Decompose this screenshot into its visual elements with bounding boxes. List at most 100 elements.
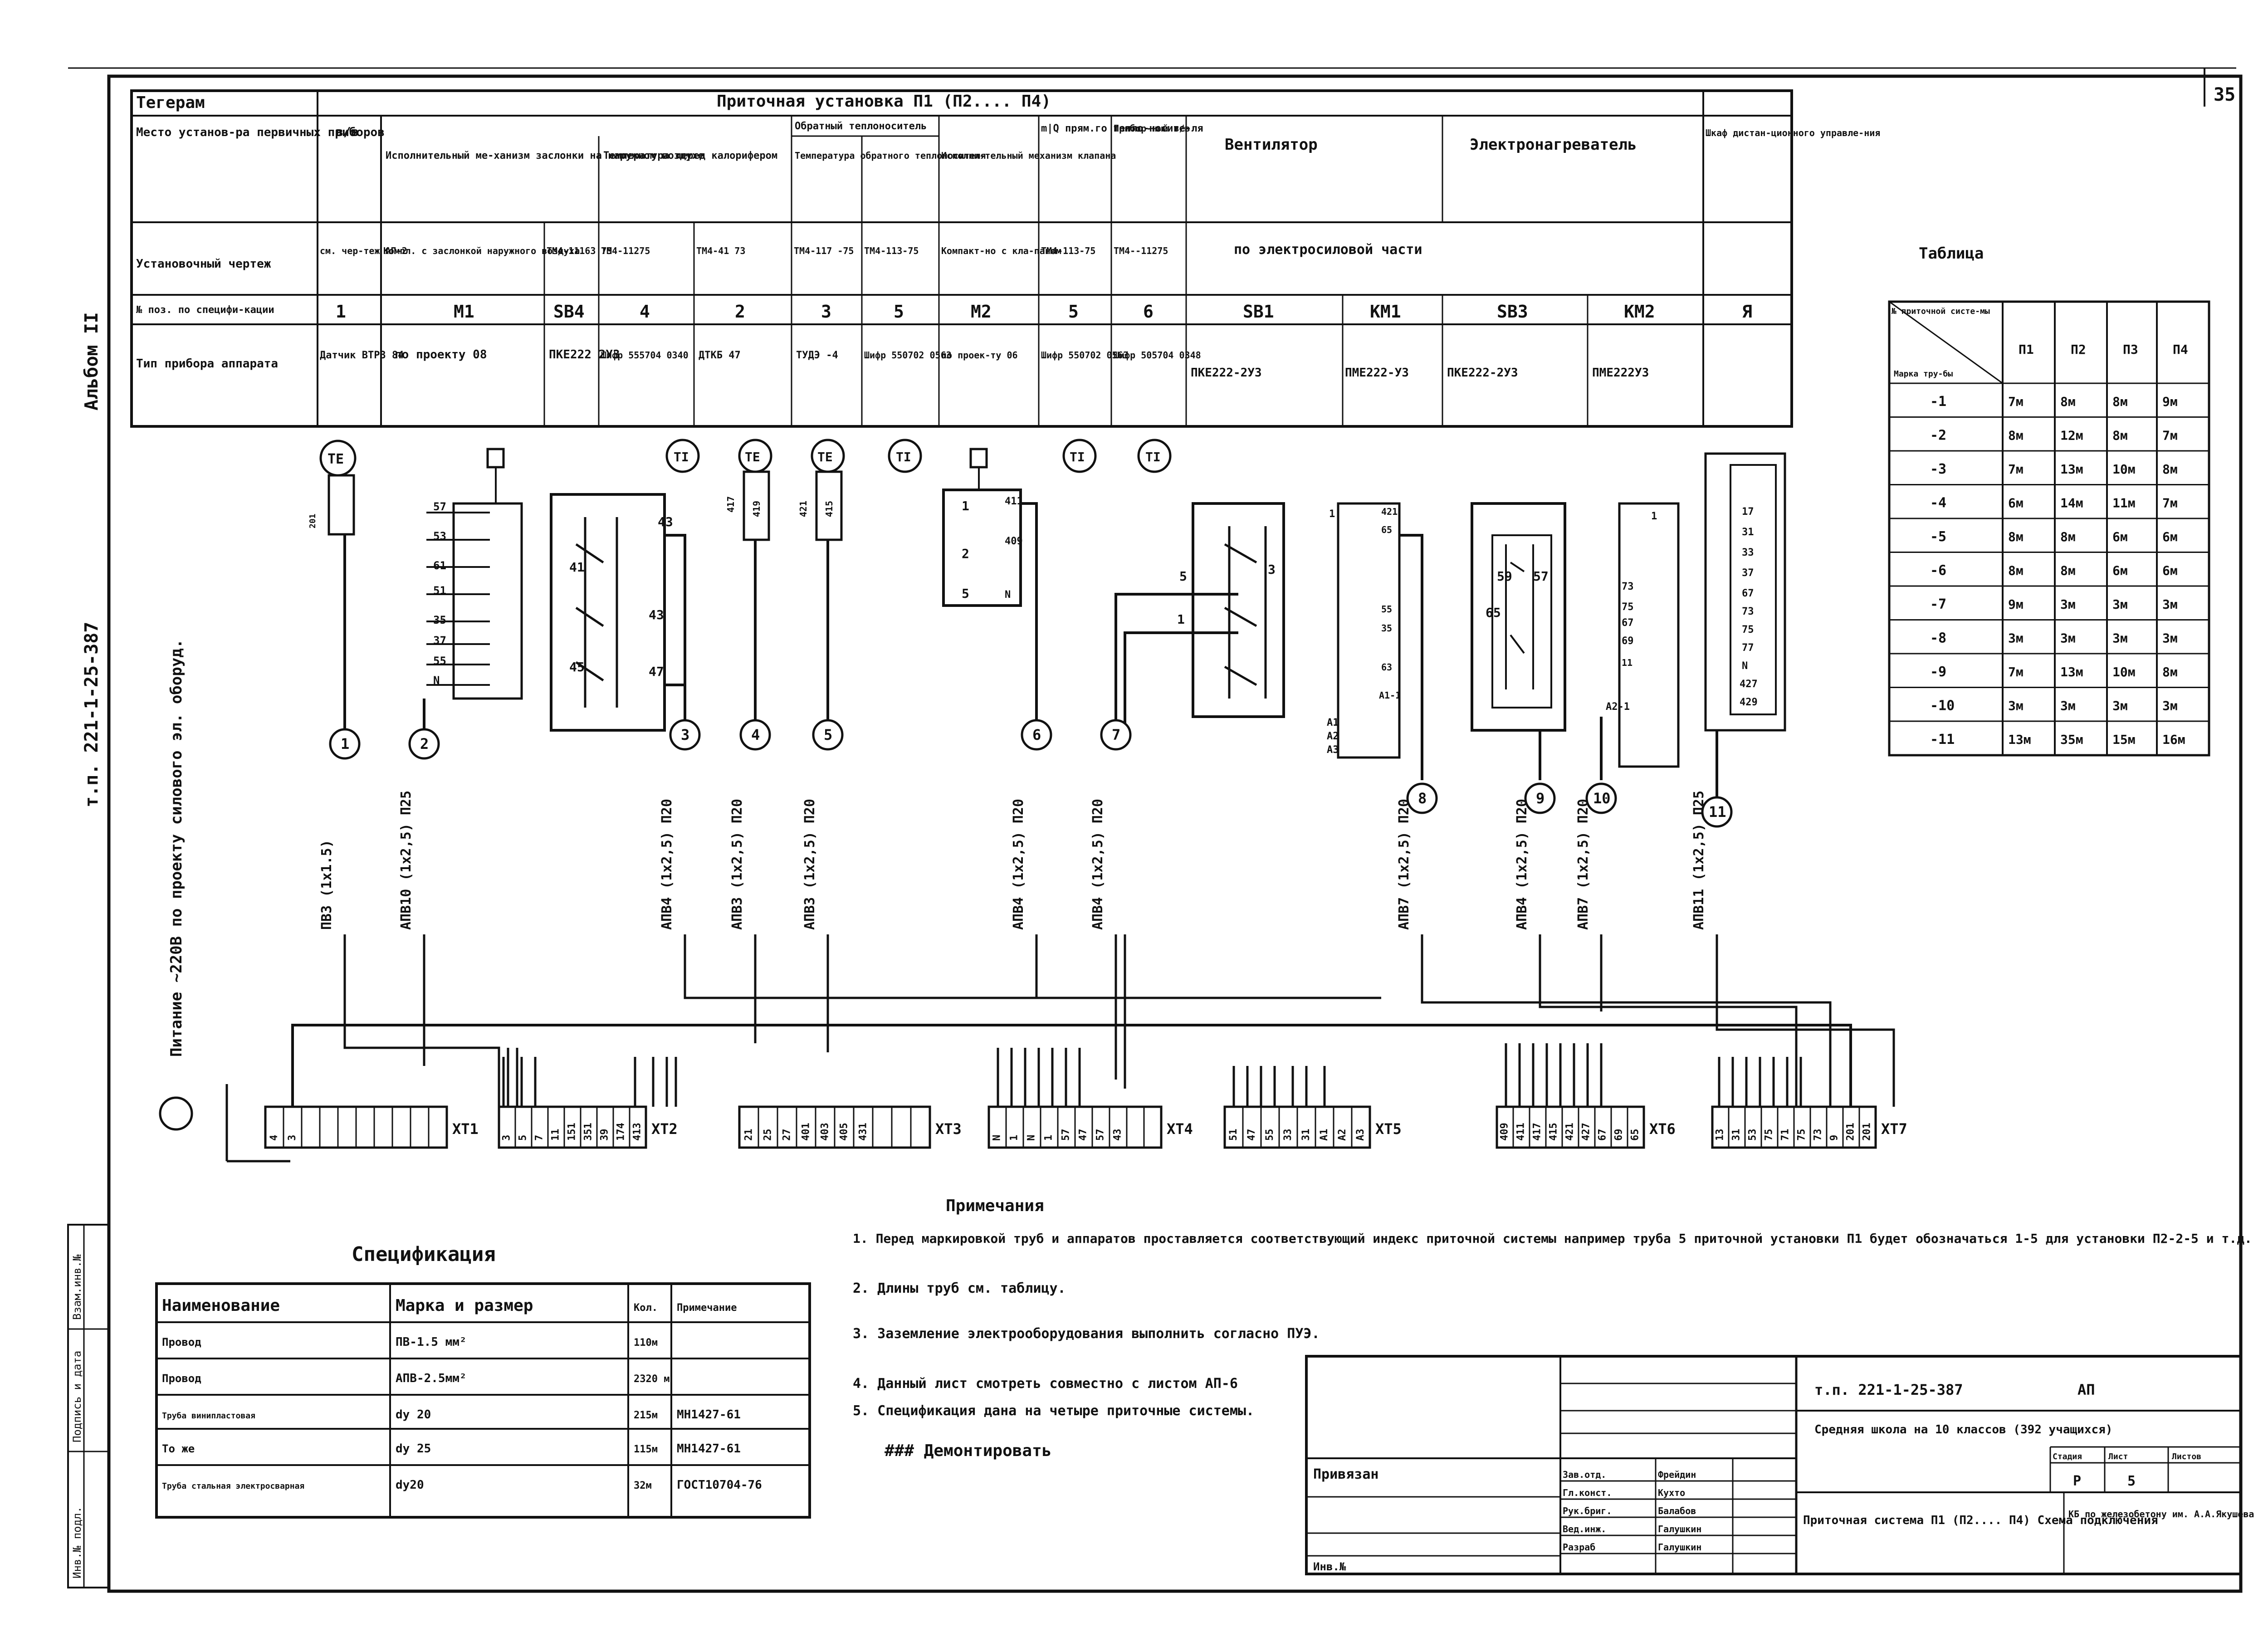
sensor-2-label: TI	[674, 450, 689, 464]
title-project: Средняя школа на 10 классов (392 учащихс…	[1814, 1423, 2112, 1437]
cable-circle-number: 2	[420, 735, 429, 753]
cable-circle	[1100, 719, 1132, 751]
d4-pin-419: 419	[751, 501, 762, 517]
table-row-mark: -5	[1930, 529, 1946, 545]
spec-cell: 110м	[634, 1337, 658, 1349]
terminal-pin: 57	[1061, 1129, 1072, 1141]
d6-pin-2: 2	[962, 546, 969, 561]
left-margin-labels: Альбом II т.п. 221-1-25-387 Питание ~220…	[67, 312, 193, 1588]
cable-circle	[1524, 782, 1556, 814]
terminal-pin: 201	[1861, 1123, 1872, 1141]
spec-cell: dу20	[396, 1478, 424, 1492]
install-10: по электросиловой части	[1234, 242, 1422, 258]
install-5: ТМ4-117 -75	[794, 245, 854, 256]
terminal-label: ХТ4	[1167, 1120, 1193, 1138]
type-6: Шифр 550702 0563	[864, 350, 952, 361]
table-col-header: П4	[2173, 342, 2188, 357]
pos-6: 5	[894, 302, 904, 322]
terminal-pin: 25	[762, 1129, 773, 1141]
col-fan: Вентилятор	[1225, 136, 1318, 154]
table-cell: 11м	[2112, 496, 2136, 511]
sensor-4-label: TE	[817, 450, 833, 464]
terminal-pin: 417	[1531, 1123, 1543, 1141]
sensor-5-label: TI	[896, 450, 911, 464]
install-7: Компакт-но с кла-паном	[941, 245, 1061, 256]
type-13: ПМЕ222У3	[1592, 366, 1649, 380]
table-row-mark: -4	[1930, 495, 1946, 511]
sheet-value: 5	[2127, 1473, 2136, 1489]
row-label-install: Установочный чертеж	[136, 257, 271, 271]
d1-pin-201: 201	[308, 513, 318, 528]
table-cell: 7м	[2162, 428, 2178, 443]
cable-circle-number: 6	[1032, 726, 1041, 743]
sheet-title: Приточная система П1 (П2.... П4) Схема п…	[1803, 1514, 2158, 1527]
terminal-pin: 53	[1747, 1129, 1758, 1141]
d11-pin-31: 31	[1742, 527, 1754, 538]
terminal-pin: 351	[582, 1123, 594, 1141]
d3-pin-41: 41	[569, 560, 585, 575]
table-corner-top: № приточной систе-мы	[1892, 307, 1990, 316]
title-block: Привязан Инв.№ Зав.отд. Гл.конст. Рук.бр…	[1305, 1355, 2254, 1575]
d8-pin-63: 63	[1381, 662, 1392, 673]
name-2: Кухто	[1658, 1487, 1685, 1498]
note-3: 3. Заземление электрооборудования выполн…	[853, 1326, 1320, 1342]
terminal-pin: 7	[533, 1135, 545, 1141]
spec-title: Спецификация	[352, 1243, 496, 1266]
type-10: ПКЕ222-2У3	[1191, 366, 1262, 380]
terminal-pin: 47	[1246, 1129, 1257, 1141]
pipe-length-table: Таблица № приточной систе-мы Марка тру-б…	[1888, 244, 2210, 757]
d2-pin-35: 35	[433, 614, 446, 626]
pos-9: 6	[1143, 302, 1154, 322]
d7-pin-5: 5	[1179, 569, 1187, 584]
notes-title: Примечания	[946, 1197, 1044, 1215]
d11-pin-77: 77	[1742, 642, 1754, 654]
table-cell: 8м	[2112, 394, 2128, 409]
terminal-label: ХТ6	[1649, 1120, 1676, 1138]
d8-pin-a3: А3	[1327, 744, 1339, 756]
stage-hdr-2: Лист	[2108, 1452, 2128, 1461]
install-9: ТМ4--11275	[1114, 245, 1168, 256]
terminal-pin: 73	[1812, 1129, 1823, 1141]
album-label: Альбом II	[81, 312, 102, 410]
cable-label: АПВ3 (1х2,5) П20	[802, 799, 818, 930]
cable-circle-number: 1	[341, 735, 349, 753]
terminal-label: ХТ2	[651, 1120, 678, 1138]
inv-label: Инв.№	[1313, 1560, 1346, 1573]
sensor-3-label: TE	[745, 450, 760, 464]
side-stamp-inv: Инв.№ подл.	[71, 1506, 83, 1578]
pos-5: 3	[821, 302, 831, 322]
type-12: ПКЕ222-2У3	[1447, 366, 1518, 380]
table-row-mark: -7	[1930, 596, 1946, 612]
terminal-pin: 403	[819, 1123, 831, 1141]
install-3: ТМ4-11275	[601, 245, 650, 256]
row-label-location: Место установ-ра первичных приборов	[136, 126, 385, 139]
table-cell: 6м	[2162, 563, 2178, 578]
d2-pin-n: N	[433, 674, 440, 687]
sensor-1-label: TE	[327, 451, 344, 467]
cable-circle-number: 7	[1112, 726, 1120, 743]
cable-circle	[1021, 719, 1052, 751]
spec-cell: То же	[162, 1442, 195, 1455]
table-col-header: П3	[2123, 342, 2138, 357]
type-1: по проекту 08	[395, 348, 487, 362]
table-cell: 8м	[2008, 428, 2024, 443]
table-cell: 7м	[2008, 394, 2024, 409]
spec-cell: Провод	[162, 1336, 201, 1349]
row-label-type: Тип прибора аппарата	[136, 357, 278, 371]
terminal-label: ХТ3	[935, 1120, 962, 1138]
d6-pin-409: 409	[1005, 536, 1023, 547]
terminal-pin: 405	[838, 1123, 850, 1141]
d10-pin-a2-1: А2-1	[1606, 701, 1630, 713]
d6-pin-411: 411	[1005, 496, 1023, 507]
d11-pin-n: N	[1742, 660, 1748, 672]
col-heater: Электронагреватель	[1470, 136, 1637, 154]
install-4: ТМ4-41 73	[696, 245, 745, 256]
name-1: Фрейдин	[1658, 1469, 1696, 1480]
pos-2: SB4	[553, 302, 585, 322]
d8-pin-a2: А2	[1327, 731, 1339, 742]
cable-circle	[1585, 782, 1617, 814]
notes: Примечания 1. Перед маркировкой труб и а…	[853, 1197, 2252, 1460]
terminal-pin: 33	[1282, 1129, 1294, 1141]
